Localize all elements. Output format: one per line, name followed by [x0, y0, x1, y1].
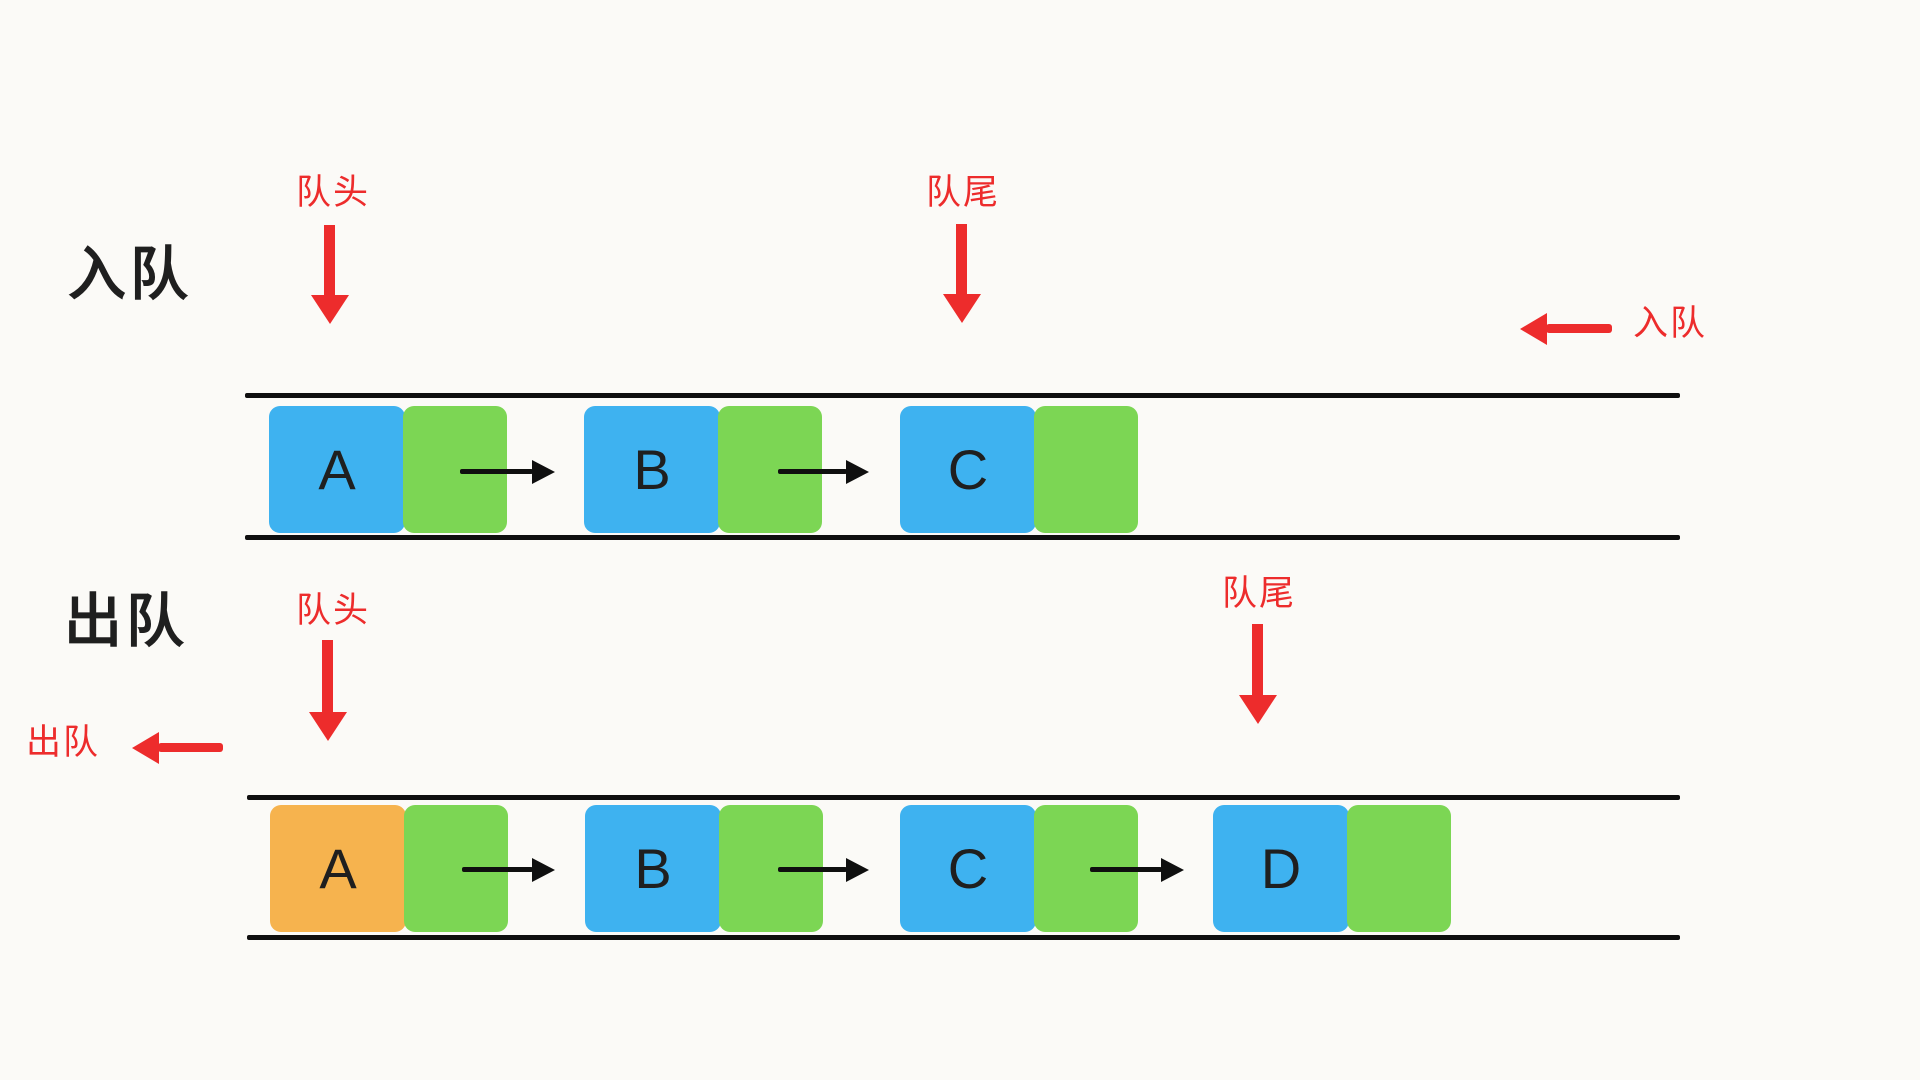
enqueue-track-bottom-line — [245, 535, 1680, 540]
enqueue-queue-tail-label: 队尾 — [926, 173, 1001, 212]
node-data-cell: B — [585, 805, 721, 932]
enqueue-track-top-line — [245, 393, 1680, 398]
enqueue-queue-tail-arrow-icon — [956, 224, 967, 295]
dequeue-row-title: 出队 — [64, 589, 189, 654]
enqueue-row-title: 入队 — [68, 242, 193, 307]
node-data-cell: C — [900, 406, 1036, 533]
node-next-pointer-cell — [1347, 805, 1451, 932]
node-label: D — [1260, 837, 1302, 900]
dequeue-queue-tail-label: 队尾 — [1222, 574, 1297, 613]
dequeue-queue-tail-arrow-icon — [1252, 624, 1263, 696]
dequeue-queue-head-label: 队头 — [296, 591, 371, 630]
node-label: C — [947, 837, 989, 900]
dequeue-queue-head-arrow-icon — [322, 640, 333, 713]
node-label: B — [633, 438, 671, 501]
enqueue-node-c: C — [900, 406, 1138, 533]
node-label: B — [634, 837, 672, 900]
dequeue-direction-arrow-icon — [158, 743, 223, 752]
node-label: A — [319, 837, 357, 900]
node-label: C — [947, 438, 989, 501]
node-label: A — [318, 438, 356, 501]
enqueue-queue-head-label: 队头 — [296, 173, 371, 212]
node-data-cell: B — [584, 406, 720, 533]
dequeue-track-top-line — [247, 795, 1680, 800]
link-arrow-a-to-b — [460, 469, 533, 474]
link-arrow-a-to-b-dequeue — [462, 867, 533, 872]
node-next-pointer-cell — [1034, 406, 1138, 533]
node-data-cell: A — [269, 406, 405, 533]
enqueue-action-label: 入队 — [1633, 304, 1708, 343]
node-data-cell: D — [1213, 805, 1349, 932]
link-arrow-b-to-c-dequeue — [778, 867, 847, 872]
link-arrow-c-to-d-dequeue — [1090, 867, 1162, 872]
dequeue-node-d: D — [1213, 805, 1451, 932]
link-arrow-b-to-c — [778, 469, 847, 474]
enqueue-queue-head-arrow-icon — [324, 225, 335, 296]
node-data-cell-dequeued: A — [270, 805, 406, 932]
dequeue-track-bottom-line — [247, 935, 1680, 940]
node-data-cell: C — [900, 805, 1036, 932]
dequeue-action-label: 出队 — [26, 723, 101, 762]
enqueue-direction-arrow-icon — [1546, 324, 1612, 333]
dequeue-node-b: B — [585, 805, 823, 932]
